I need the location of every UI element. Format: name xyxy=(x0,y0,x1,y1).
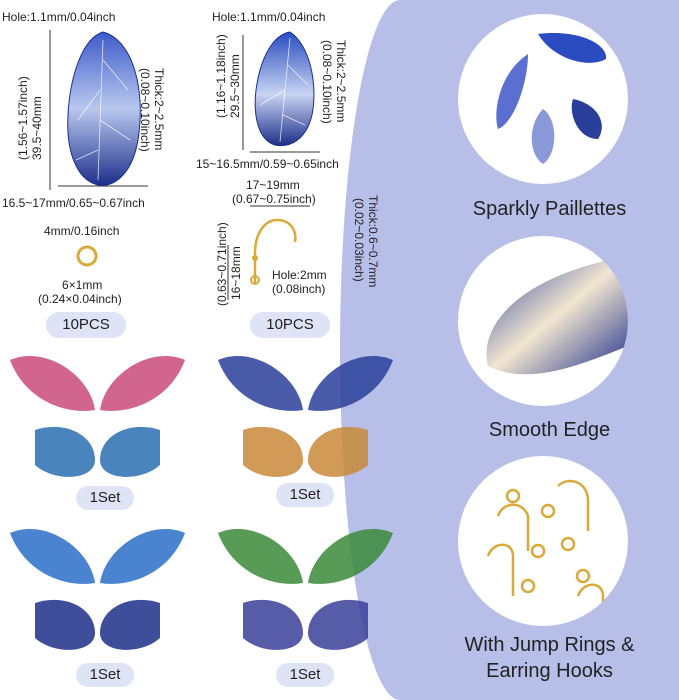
jump-ring-size-mm: 6×1mm xyxy=(62,278,103,292)
earring-hook-length-in: (0.63~0.71inch) xyxy=(215,222,229,306)
wing-set-2-label: 1Set xyxy=(276,483,334,507)
large-wing-thick-in: (0.08~0.10inch) xyxy=(138,68,152,152)
earring-hook-thick-mm: Thick:0.6~0.7mm xyxy=(366,195,380,288)
earring-hook-thick-in: (0.02~0.03inch) xyxy=(352,198,366,282)
small-wing-length-in: (1.16~1.18inch) xyxy=(214,34,228,118)
feature-smooth-edge-image xyxy=(458,236,628,406)
jump-ring-icon xyxy=(76,245,98,267)
wing-set-3 xyxy=(10,529,185,650)
jump-ring-size-in: (0.24×0.04inch) xyxy=(38,292,122,306)
earring-hook-length-mm: 16~18mm xyxy=(229,246,243,300)
dimension-lines xyxy=(49,30,320,300)
jump-ring-diameter: 4mm/0.16inch xyxy=(44,224,120,238)
small-wing-thick-in: (0.08~0.10inch) xyxy=(320,40,334,124)
small-wing-image xyxy=(254,31,315,147)
earring-hook-hole-mm: Hole:2mm xyxy=(272,268,327,282)
earring-hook-hole-in: (0.08inch) xyxy=(272,282,326,296)
earring-hook-icon xyxy=(250,218,297,285)
feature-jump-rings-label-line1: With Jump Rings & xyxy=(464,634,635,656)
feature-jump-rings-label-line2: Earring Hooks xyxy=(486,660,613,682)
large-wing-hole: Hole:1.1mm/0.04inch xyxy=(2,10,116,24)
earring-hook-width-mm: 17~19mm xyxy=(246,178,300,192)
feature-smooth-edge-label: Smooth Edge xyxy=(488,419,611,441)
feature-sparkly-paillettes-label: Sparkly Paillettes xyxy=(472,198,627,220)
large-wing-width: 16.5~17mm/0.65~0.67inch xyxy=(2,196,145,210)
large-wing-image xyxy=(67,31,141,186)
small-wing-hole: Hole:1.1mm/0.04inch xyxy=(212,10,326,24)
jump-ring-quantity-badge: 10PCS xyxy=(46,312,126,338)
small-wing-length-mm: 29.5~30mm xyxy=(228,54,242,118)
wing-set-4-label: 1Set xyxy=(276,663,334,687)
feature-sparkly-paillettes-image xyxy=(458,14,628,184)
wing-set-3-label: 1Set xyxy=(76,663,134,687)
earring-hook-width-in: (0.67~0.75inch) xyxy=(232,192,316,206)
wing-set-4 xyxy=(218,529,393,650)
small-wing-thick-mm: Thick:2~2.5mm xyxy=(334,40,348,123)
large-wing-length-in: (1.56~1.57inch) xyxy=(16,76,30,160)
wing-set-2 xyxy=(218,356,393,477)
large-wing-length-mm: 39.5~40mm xyxy=(30,96,44,160)
earring-hook-quantity-badge: 10PCS xyxy=(250,312,330,338)
small-wing-width: 15~16.5mm/0.59~0.65inch xyxy=(196,157,339,171)
wing-set-1-label: 1Set xyxy=(76,486,134,510)
feature-jump-rings-hooks-image xyxy=(458,456,628,626)
wing-set-1 xyxy=(10,356,185,477)
large-wing-thick-mm: Thick:2~2.5mm xyxy=(152,68,166,151)
